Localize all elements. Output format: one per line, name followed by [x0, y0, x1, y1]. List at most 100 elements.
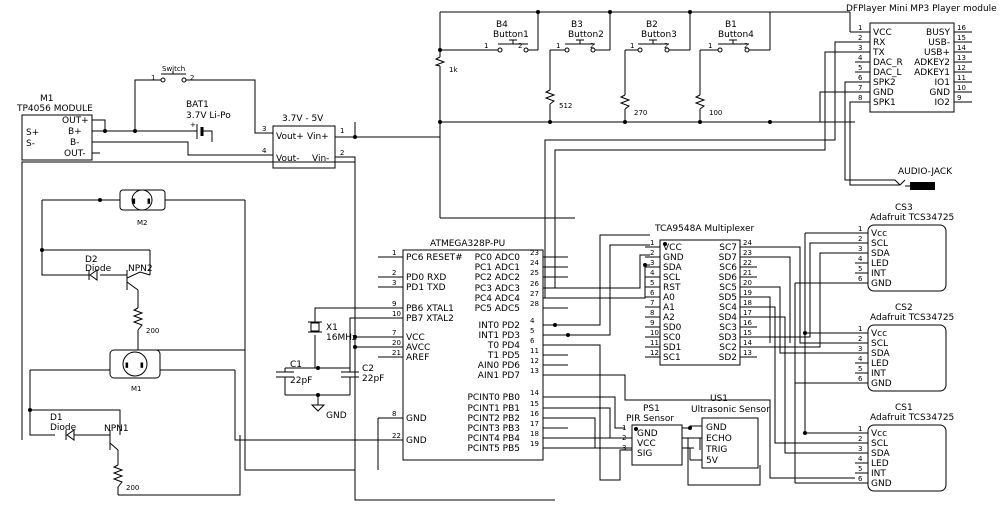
pin-num: 13 [530, 367, 539, 375]
sensor-title: PIR Sensor [626, 414, 674, 424]
pin-num: 2 [190, 74, 194, 82]
pin-num: 3 [262, 125, 266, 133]
cap-ref: C1 [290, 360, 302, 370]
pin-label: SIG [637, 449, 652, 459]
pin-num: 7 [650, 299, 654, 307]
pin-num: 10 [392, 310, 401, 318]
pin-label: VCC [637, 439, 656, 449]
audio-jack[interactable]: AUDIO-JACK [870, 167, 953, 190]
pin-label: Vcc [871, 429, 887, 439]
pin-num: 1 [708, 42, 712, 50]
pin-label: INT0 PD2 [478, 321, 520, 331]
button-b2[interactable]: B2 Button3 1 2 [630, 20, 677, 53]
diode-d2: D2 Diode [55, 255, 112, 281]
pin-label: ADKEY2 [914, 58, 950, 68]
diode-name: Diode [85, 264, 112, 274]
pin-label: T1 PD5 [487, 351, 520, 361]
tp4056-module: M1 TP4056 MODULE S+ S- OUT+ B+ B- OUT- [16, 94, 268, 161]
pin-label: SDA [663, 263, 682, 273]
battery: BAT1 3.7V Li-Po + [186, 100, 231, 142]
pin-num: 25 [530, 269, 539, 277]
converter-title: 3.7V - 5V [282, 114, 324, 124]
pin-label: SD4 [719, 313, 738, 323]
pin-num: 1 [151, 74, 155, 82]
pin-num: 4 [858, 455, 863, 463]
pin-num: 3 [622, 444, 626, 452]
pin-label: PCINT4 PB4 [467, 434, 520, 444]
pin-num: 6 [530, 337, 535, 345]
pin-label: Vout- [276, 154, 299, 164]
pin-label: SDA [871, 349, 890, 359]
boost-converter: 3.7V - 5V 3 Vout+ Vin+ 1 4 Vout- Vin- 2 [262, 114, 440, 210]
pin-num: 4 [650, 269, 655, 277]
pin-label: BUSY [926, 28, 950, 38]
pin-num: 5 [650, 279, 654, 287]
r512-label: 512 [559, 102, 572, 110]
pin-label: PC1 ADC1 [475, 263, 520, 273]
pin-num: 4 [858, 255, 863, 263]
pin-label: PC0 ADC0 [475, 253, 521, 263]
pin-label: A0 [663, 293, 675, 303]
svg-text:▮: ▮ [132, 197, 136, 205]
pin-label: SCL [871, 339, 888, 349]
r100-label: 100 [709, 109, 722, 117]
pin-label: SD5 [719, 293, 737, 303]
pin-label: PB6 XTAL1 [406, 304, 454, 314]
pin-label: SC4 [719, 303, 737, 313]
button-ref: B3 [571, 20, 583, 30]
pin-label: B+ [68, 127, 82, 137]
pin-num: 16 [530, 410, 539, 418]
transistor-ref: NPN2 [128, 264, 153, 274]
mcu-title: ATMEGA328P-PU [430, 239, 505, 249]
pin-label: AVCC [406, 343, 430, 353]
battery-value: 3.7V Li-Po [186, 111, 231, 121]
pin-label: S+ [26, 128, 39, 138]
pin-num: 15 [957, 34, 966, 42]
diode-name: Diode [50, 423, 77, 433]
module-ref: M1 [40, 94, 54, 104]
pin-label: ECHO [706, 434, 732, 444]
pin-label: SD3 [719, 333, 737, 343]
pin-num: 16 [743, 319, 752, 327]
power-switch[interactable]: Switch 1 2 [134, 65, 268, 134]
pin-num: 6 [858, 74, 863, 82]
pin-num: 2 [858, 34, 862, 42]
pin-num: 4 [262, 147, 267, 155]
mcu-power-wires [353, 335, 379, 470]
battery-plus: + [190, 121, 196, 129]
pin-num: 1 [650, 239, 654, 247]
pin-num: 9 [957, 94, 961, 102]
pin-label: SPK2 [873, 78, 896, 88]
pin-label: GND [929, 88, 950, 98]
button-b1[interactable]: B1 Button4 1 2 [708, 20, 754, 53]
button-b4[interactable]: B4 Button1 1 2 [484, 20, 529, 53]
button-name: Button2 [568, 30, 604, 40]
pin-num: 5 [858, 465, 862, 473]
pin-label: RX [873, 38, 885, 48]
battery-ref: BAT1 [186, 100, 209, 110]
pin-num: 7 [858, 84, 862, 92]
pin-label: INT [871, 369, 886, 379]
pin-num: 18 [743, 299, 752, 307]
pin-num: 5 [530, 327, 534, 335]
pin-num: 13 [743, 349, 752, 357]
pin-num: 14 [530, 389, 539, 397]
svg-text:▮: ▮ [140, 361, 144, 369]
pin-num: 10 [957, 84, 966, 92]
pin-num: 3 [392, 279, 396, 287]
audio-jack-label: AUDIO-JACK [898, 167, 953, 177]
svg-text:▮: ▮ [147, 197, 151, 205]
pin-num: 1 [858, 225, 862, 233]
pin-label: SC5 [719, 283, 737, 293]
pin-label: B- [70, 138, 79, 148]
pin-num: 2 [650, 249, 654, 257]
button-b3[interactable]: B3 Button2 1 2 [556, 20, 604, 53]
pin-num: 1 [858, 24, 862, 32]
motor-m2: ▮ ▮ M2 [119, 189, 166, 227]
pin-num: 7 [392, 329, 396, 337]
pin-label: GND [406, 414, 427, 424]
pin-label: GND [706, 423, 727, 433]
pin-num: 2 [858, 435, 862, 443]
